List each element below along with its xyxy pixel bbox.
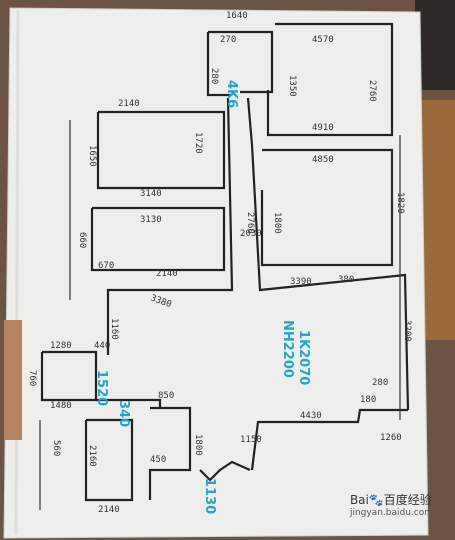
dim-label: 180 — [360, 395, 376, 405]
dim-label: 850 — [158, 391, 174, 401]
blue-note: 4K6 — [224, 80, 239, 108]
wall-segment — [266, 22, 394, 137]
paper-fold — [14, 9, 20, 536]
dim-label: 1480 — [50, 401, 72, 411]
dim-label: 2760 — [367, 80, 377, 102]
watermark: Bai🐾百度经验 jingyan.baidu.com — [350, 491, 433, 518]
watermark-url: jingyan.baidu.com — [349, 508, 433, 518]
wall-segment — [250, 408, 408, 471]
wall-segment — [208, 30, 274, 94]
dim-label: 2140 — [98, 505, 120, 515]
dim-label: 1150 — [240, 435, 262, 445]
dim-label: 4910 — [312, 123, 334, 133]
blue-annotations: 1K2070 NH2200 4K6 1520 340 1130 — [94, 80, 311, 514]
dim-label: 2760 — [245, 212, 255, 234]
dim-label: 670 — [98, 261, 114, 271]
dim-label: 380 — [338, 275, 354, 285]
dim-label: 760 — [27, 370, 37, 386]
dim-label: 1160 — [109, 318, 119, 340]
blue-note: 1130 — [202, 478, 217, 514]
dim-label: 2140 — [156, 269, 178, 279]
dim-label: 660 — [77, 232, 87, 248]
dim-label: 2140 — [118, 99, 140, 109]
dim-label: 280 — [209, 68, 219, 84]
dim-label: 280 — [372, 378, 388, 388]
blue-note: 1K2070 — [296, 330, 311, 385]
dim-label: 1800 — [272, 212, 282, 234]
wall-segment — [199, 460, 251, 482]
dim-label: 1640 — [226, 11, 248, 21]
paper-sheet — [3, 7, 429, 539]
dim-label: 1260 — [380, 433, 402, 443]
wall-segment — [96, 398, 162, 408]
dim-label: 3130 — [140, 215, 162, 225]
dim-label: 4430 — [300, 411, 322, 421]
wall-segment — [106, 97, 234, 355]
dark-corner — [415, 0, 455, 90]
dimension-labels: 1640 270 4570 2760 280 1350 2140 4910 17… — [27, 11, 412, 515]
dim-label: 4850 — [312, 155, 334, 165]
dim-label: 3140 — [140, 189, 162, 199]
dim-label: 1650 — [87, 145, 97, 167]
dim-label: 1820 — [395, 192, 405, 214]
dim-label: 1800 — [193, 434, 203, 456]
blue-note: 340 — [116, 400, 131, 427]
wall-segment — [84, 418, 134, 502]
dim-label: 2030 — [240, 229, 262, 239]
wall-segment — [90, 206, 226, 272]
blue-note: NH2200 — [280, 320, 295, 378]
dim-label: 3200 — [402, 320, 412, 342]
dim-label: 1280 — [50, 341, 72, 351]
dim-label: 3390 — [290, 277, 312, 287]
dim-label: 1350 — [287, 75, 297, 97]
dim-label: 2160 — [87, 445, 97, 467]
dim-label: 440 — [94, 341, 110, 351]
dim-label: 270 — [220, 35, 236, 45]
wall-segment — [246, 97, 410, 411]
dim-label: 560 — [51, 440, 61, 456]
floor-plan — [39, 22, 410, 510]
wall-segment — [148, 406, 192, 500]
dim-label: 450 — [150, 455, 166, 465]
blue-note: 1520 — [94, 370, 109, 406]
hand-edge — [4, 320, 22, 440]
dim-label: 1720 — [193, 132, 203, 154]
dim-label: 4570 — [312, 35, 334, 45]
wall-segment — [206, 32, 232, 97]
watermark-brand: Bai🐾百度经验 — [349, 493, 432, 507]
wall-segment — [96, 110, 226, 190]
